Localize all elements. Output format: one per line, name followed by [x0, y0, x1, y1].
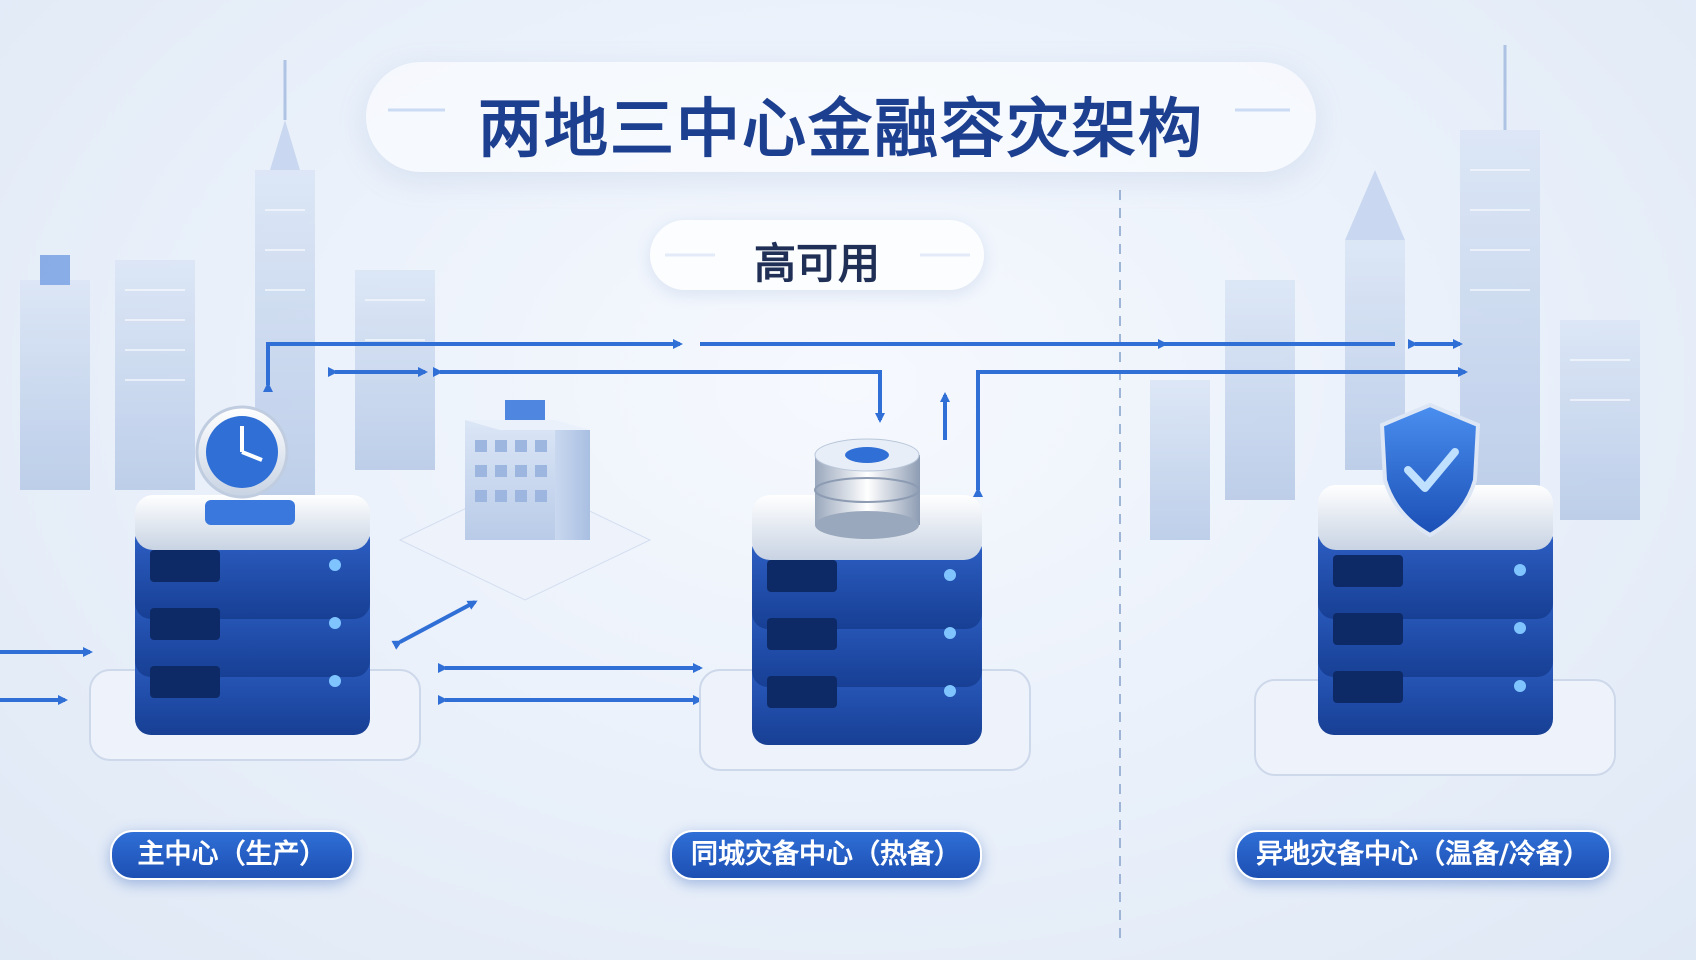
- async-link-loop: [973, 367, 1468, 497]
- diag-link: [391, 600, 478, 650]
- remote-standby-center-label: 异地灾备中心（温备/冷备）: [1235, 830, 1611, 880]
- subtitle: 高可用: [753, 239, 880, 288]
- page-title: 两地三中心金融容灾架构: [478, 93, 1204, 167]
- server-stack-primary: [89, 495, 421, 761]
- sync-link-mid: [433, 367, 885, 423]
- database-icon: [814, 438, 920, 539]
- replication-links: [0, 339, 1468, 705]
- server-stack-hot-standby: [699, 495, 1031, 771]
- office-building: [398, 400, 652, 601]
- title-panel: [366, 62, 1316, 172]
- server-stack-remote-standby: [1254, 485, 1616, 776]
- hot-standby-center-label: 同城灾备中心（热备）: [670, 830, 982, 880]
- subtitle-panel: [650, 220, 984, 290]
- clock-icon: [195, 405, 295, 525]
- shield-check-icon: [1379, 402, 1481, 538]
- primary-center-label: 主中心（生产）: [110, 830, 354, 880]
- sync-link-top: [263, 339, 683, 392]
